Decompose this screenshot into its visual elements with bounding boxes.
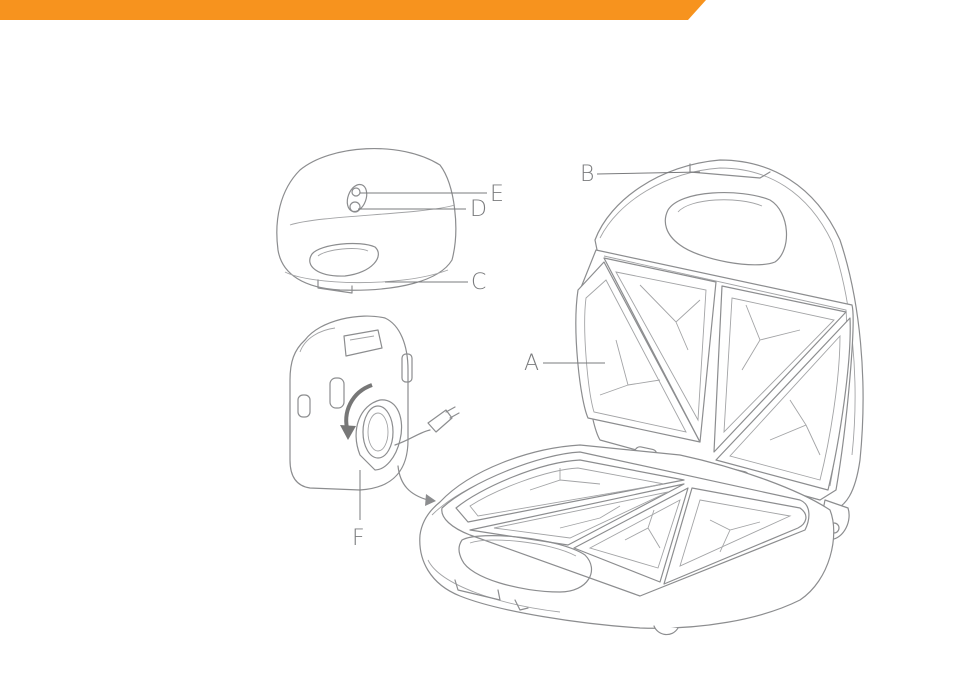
open-sandwich-maker — [420, 160, 863, 635]
callout-b: B — [580, 164, 594, 186]
callout-f: F — [352, 528, 365, 550]
callout-d: D — [470, 199, 487, 221]
closed-sandwich-maker-top-view — [277, 149, 456, 293]
cord-storage-bottom-view — [290, 316, 459, 506]
callout-a: A — [524, 353, 539, 375]
callout-c: C — [471, 272, 486, 294]
callout-e: E — [490, 184, 504, 206]
